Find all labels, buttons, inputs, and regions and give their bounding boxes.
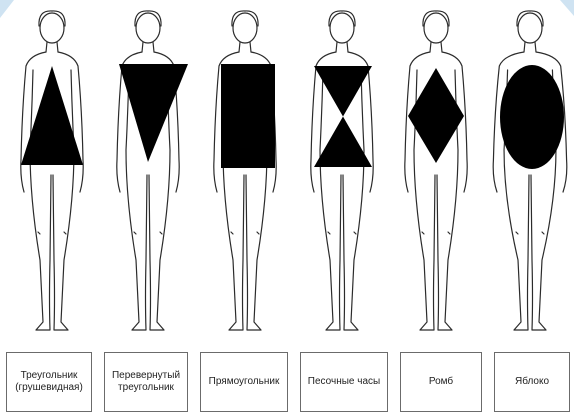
label-box-triangle: Треугольник (грушевидная): [6, 352, 92, 412]
shape-hourglass: [314, 66, 372, 167]
label-rectangle: Прямоугольник: [209, 376, 280, 388]
figure-outline: [493, 11, 567, 330]
label-hourglass: Песочные часы: [308, 376, 380, 388]
figure-outline: [117, 11, 179, 330]
figure-outline: [21, 11, 83, 330]
label-diamond: Ромб: [429, 376, 453, 388]
label-inverted-triangle-line2: треугольник: [112, 382, 180, 394]
figure-inverted-triangle: [117, 11, 188, 330]
label-box-apple: Яблоко: [494, 352, 570, 412]
corner-accent-top-right: [560, 0, 574, 16]
figure-outline: [405, 11, 467, 330]
shape-triangle: [21, 66, 83, 165]
corner-accent-top-left: [0, 0, 14, 18]
figure-triangle: [21, 11, 83, 330]
figure-hourglass: [311, 11, 373, 330]
label-box-diamond: Ромб: [400, 352, 482, 412]
label-box-hourglass: Песочные часы: [300, 352, 388, 412]
label-triangle-line1: Треугольник: [15, 370, 83, 382]
shape-apple: [500, 65, 564, 169]
figures-canvas: [0, 0, 574, 345]
label-inverted-triangle-line1: Перевернутый: [112, 370, 180, 382]
label-triangle-line2: (грушевидная): [15, 382, 83, 394]
figure-apple: [493, 11, 567, 330]
label-apple: Яблоко: [515, 376, 549, 388]
label-box-rectangle: Прямоугольник: [200, 352, 288, 412]
figure-outline: [214, 11, 276, 330]
figure-rectangle: [214, 11, 276, 330]
shape-rectangle: [221, 64, 275, 168]
figure-outline: [311, 11, 373, 330]
label-box-inverted-triangle: Перевернутый треугольник: [104, 352, 188, 412]
figure-diamond: [405, 11, 467, 330]
